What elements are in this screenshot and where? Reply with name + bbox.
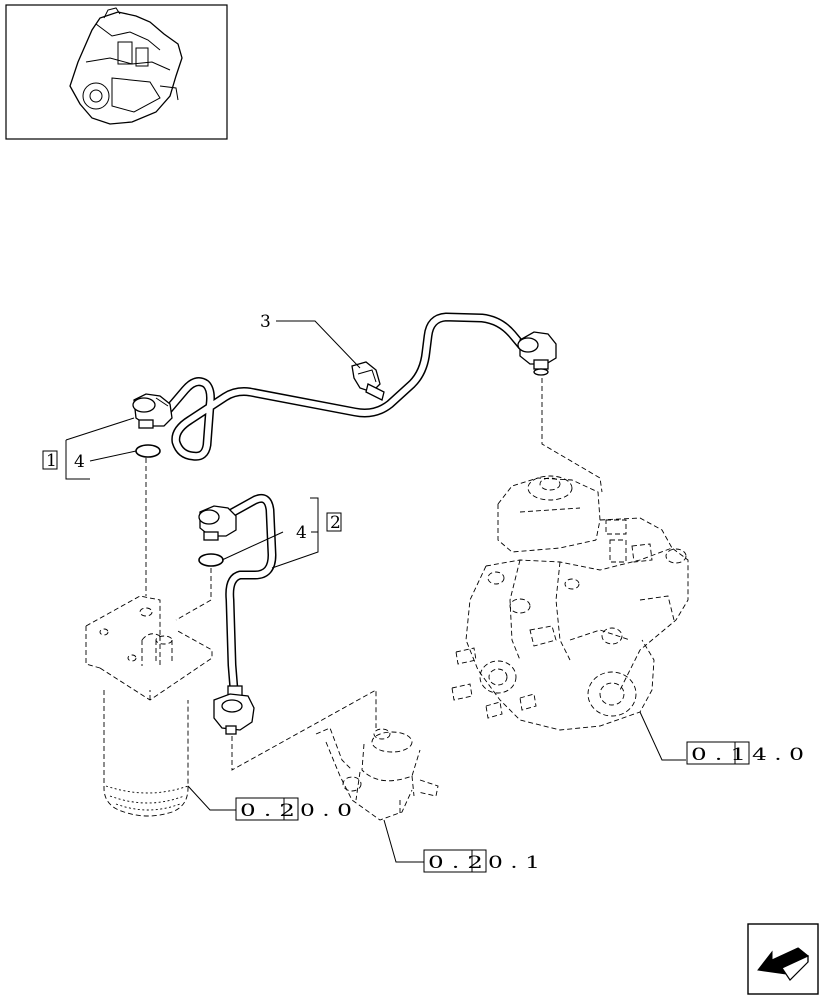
injection-pump	[451, 475, 689, 731]
o-ring-right	[198, 553, 224, 567]
callout-3: 3	[260, 312, 271, 332]
banjo-fitting-lower	[213, 685, 255, 735]
main-fuel-pipe	[163, 312, 527, 461]
callout-box-2-label: 2	[330, 513, 341, 533]
ref-lift-pump-rest: 0 . 1	[488, 853, 540, 873]
assembly-guide-lines	[145, 378, 603, 771]
engine-thumbnail-icon	[69, 7, 183, 125]
return-fuel-pipe	[223, 493, 277, 695]
reference-fuel-filter[interactable]: 0 . 2 0 . 0	[235, 797, 352, 821]
leader-lines	[65, 320, 686, 863]
lift-pump	[315, 727, 439, 821]
banjo-fitting-left	[132, 393, 173, 429]
ref-pump-boxed: 0 . 1	[691, 745, 746, 765]
reference-lift-pump[interactable]: 0 . 2 0 . 1	[423, 849, 540, 873]
nav-back-button[interactable]	[747, 923, 819, 995]
ref-pump-rest: 4 . 0	[752, 745, 804, 765]
callout-4-left: 4	[74, 452, 85, 472]
callout-box-1: 1	[42, 450, 58, 471]
callout-4-right: 4	[296, 523, 307, 543]
fuel-filter	[85, 595, 213, 817]
banjo-fitting-right	[517, 331, 557, 376]
ref-lift-pump-boxed: 0 . 2	[428, 853, 483, 873]
engine-thumbnail[interactable]	[5, 4, 228, 140]
arrow-back-icon	[757, 947, 809, 981]
callout-box-1-label: 1	[46, 451, 57, 471]
callout-box-2: 2	[326, 512, 342, 533]
pipe-clamp	[351, 361, 385, 401]
o-ring-left	[135, 444, 161, 458]
ref-filter-rest: 0 . 0	[300, 801, 352, 821]
banjo-fitting-upper	[198, 505, 237, 541]
ref-filter-boxed: 0 . 2	[240, 801, 295, 821]
callout-3-label: 3	[260, 312, 271, 332]
reference-injection-pump[interactable]: 0 . 1 4 . 0	[686, 741, 804, 765]
